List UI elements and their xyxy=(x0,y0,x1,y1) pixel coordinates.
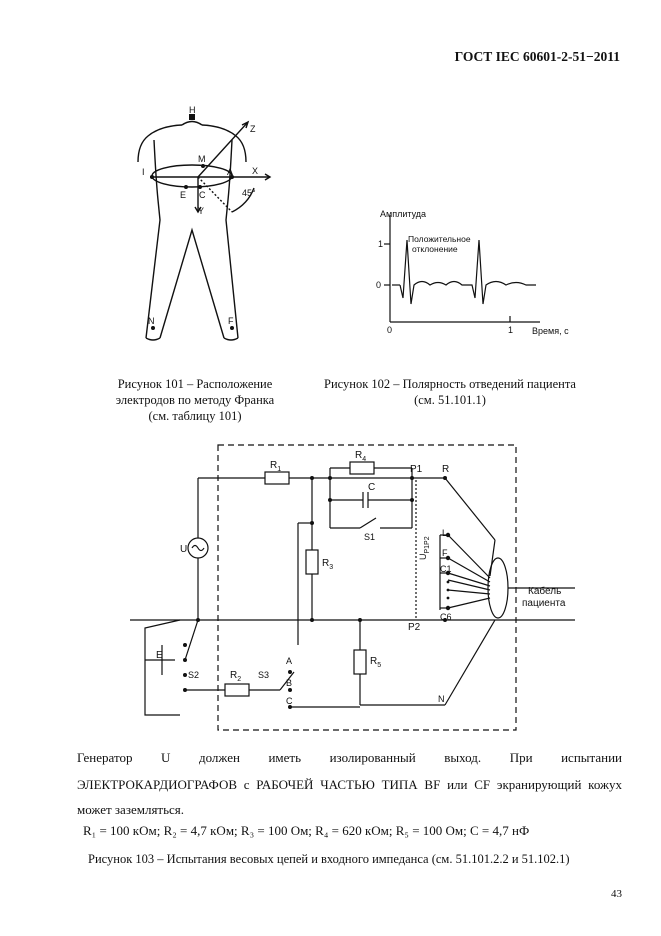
caption-102-line1: Рисунок 102 – Полярность отведений пацие… xyxy=(324,377,576,391)
label-r1: R1 xyxy=(270,460,281,473)
caption-101-line3: (см. таблицу 101) xyxy=(148,409,242,423)
page-number: 43 xyxy=(611,888,622,900)
label-e: E xyxy=(180,190,186,200)
caption-figure-103: Рисунок 103 – Испытания весовых цепей и … xyxy=(88,852,570,866)
caption-figure-101: Рисунок 101 – Расположение электродов по… xyxy=(95,376,295,424)
label-b: B xyxy=(286,678,292,688)
caption-figure-102: Рисунок 102 – Полярность отведений пацие… xyxy=(300,376,600,408)
body-line-1: Генератор U должен иметь изолированный в… xyxy=(77,750,622,765)
component-values: R₁ = 100 кОм; R₂ = 4,7 кОм; R₃ = 100 Ом;… xyxy=(83,823,530,838)
label-c1: C1 xyxy=(440,564,452,574)
label-z: Z xyxy=(250,124,256,134)
label-voltage: UP1P2 xyxy=(418,536,431,560)
figure-101-frank-electrodes: H Z M I A X E C 45° Y N F xyxy=(137,105,272,341)
figure-103-test-circuit: R1 R4 P1 R C S1 U R3 UP1P2 L F C1 C6 Каб… xyxy=(130,444,575,731)
body-line-2: ЭЛЕКТРОКАРДИОГРАФОВ с РАБОЧЕЙ ЧАСТЬЮ ТИП… xyxy=(77,777,622,792)
label-c6: C6 xyxy=(440,612,452,622)
label-r5: R5 xyxy=(370,656,381,669)
annotation-line1: Положительное xyxy=(408,234,471,244)
xtick-0: 0 xyxy=(387,325,392,335)
label-cable-line1: Кабель xyxy=(528,585,561,597)
caption-102-line2: (см. 51.101.1) xyxy=(414,393,486,407)
figure-102-lead-polarity: Амплитуда Положительное отклонение 1 0 0… xyxy=(376,209,569,336)
label-i: I xyxy=(142,167,145,177)
axis-ylabel: Амплитуда xyxy=(380,209,426,219)
label-capacitor: C xyxy=(368,482,375,493)
ytick-1: 1 xyxy=(378,239,383,249)
label-s2: S2 xyxy=(188,670,199,680)
annotation-line2: отклонение xyxy=(412,244,458,254)
label-s3: S3 xyxy=(258,670,269,680)
label-angle: 45° xyxy=(242,188,256,198)
label-x: X xyxy=(252,166,258,176)
label-r2: R2 xyxy=(230,670,241,683)
label-r4: R4 xyxy=(355,450,366,463)
label-s1: S1 xyxy=(364,532,375,542)
label-e: E xyxy=(156,650,163,661)
label-h: H xyxy=(189,105,196,115)
label-a: A xyxy=(227,167,233,177)
label-c-terminal: C xyxy=(286,696,293,706)
label-p2: P2 xyxy=(408,622,421,633)
body-line-3: может заземляться. xyxy=(77,802,185,817)
label-u: U xyxy=(180,544,187,555)
label-a: A xyxy=(286,656,292,666)
label-m: M xyxy=(198,154,206,164)
axis-xlabel: Время, с xyxy=(532,326,569,336)
label-f: F xyxy=(228,316,234,326)
xtick-1: 1 xyxy=(508,325,513,335)
label-f: F xyxy=(442,548,448,558)
document-header: ГОСТ IEC 60601-2-51−2011 xyxy=(454,49,620,64)
label-y: Y xyxy=(198,206,204,216)
caption-101-line2: электродов по методу Франка xyxy=(115,393,275,407)
label-cable-line2: пациента xyxy=(522,598,566,609)
label-l: L xyxy=(442,528,447,538)
label-n: N xyxy=(148,316,155,326)
label-r3: R3 xyxy=(322,558,333,571)
label-c: C xyxy=(199,190,206,200)
label-r-terminal: R xyxy=(442,464,449,475)
label-n: N xyxy=(438,694,445,704)
caption-101-line1: Рисунок 101 – Расположение xyxy=(117,377,273,391)
ytick-0: 0 xyxy=(376,280,381,290)
label-p1: P1 xyxy=(410,464,423,475)
